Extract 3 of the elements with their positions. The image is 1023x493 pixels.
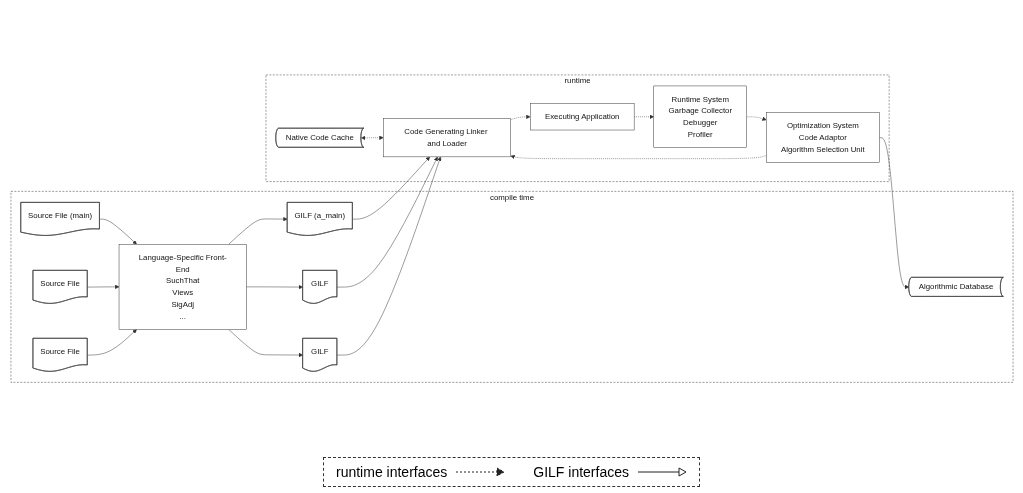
- legend-text: runtime interfaces: [336, 464, 448, 480]
- arrow: [360, 135, 384, 140]
- legend-text: GILF interfaces: [533, 464, 629, 480]
